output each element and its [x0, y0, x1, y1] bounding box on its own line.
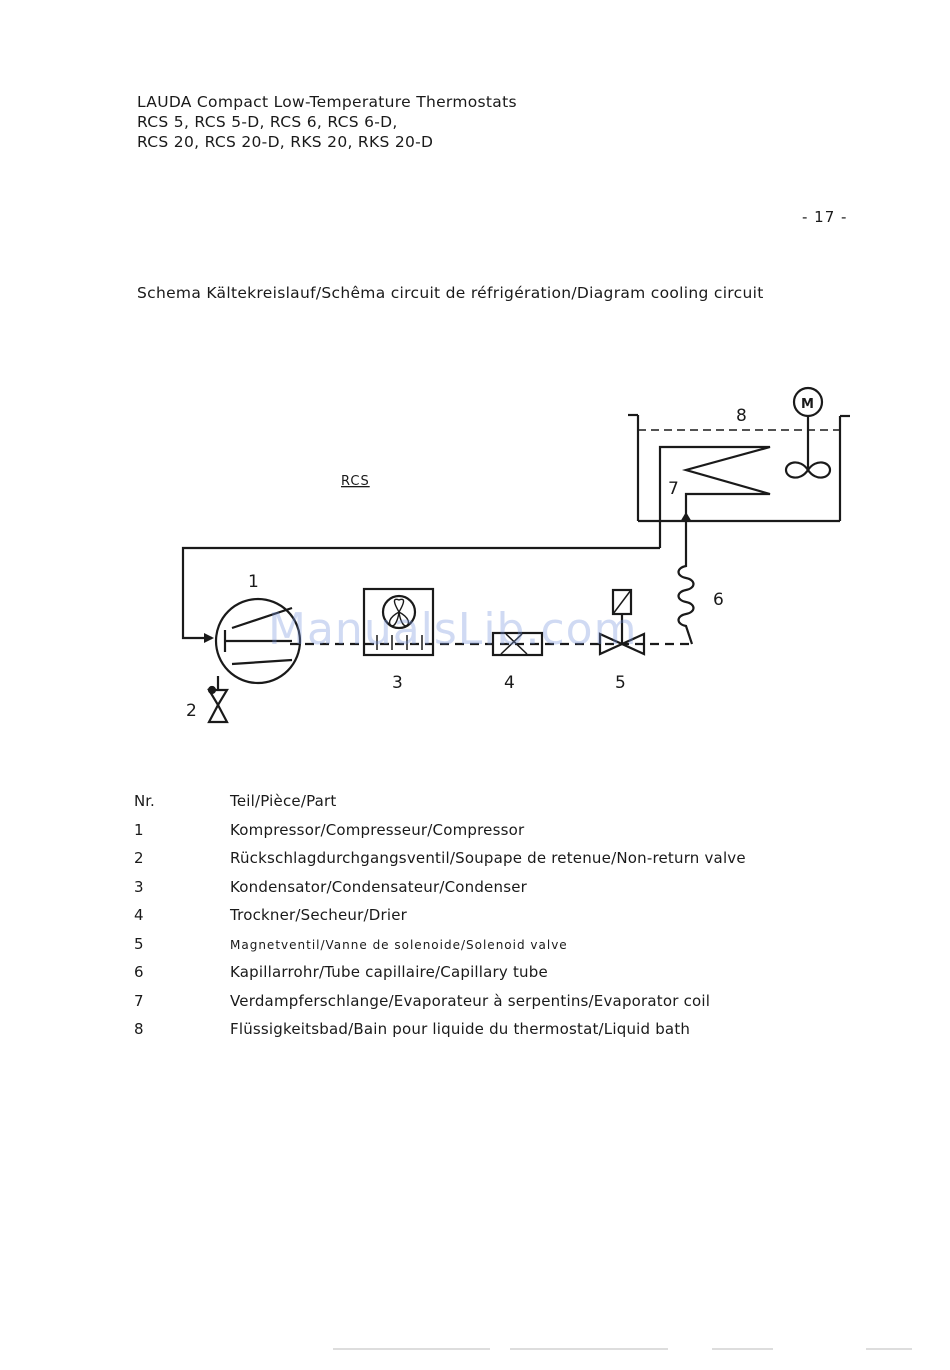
label-4: 4 — [504, 673, 515, 693]
header-nr: Nr. — [134, 792, 155, 810]
drier-symbol — [491, 631, 544, 657]
evaporator-coil — [658, 445, 771, 548]
solenoid-valve-symbol — [598, 588, 646, 656]
part-name: Trockner/Secheur/Drier — [230, 906, 408, 924]
motor-label: M — [801, 397, 814, 412]
capillary-tube — [677, 530, 695, 645]
diagram-title: Schema Kältekreislauf/Schêma circuit de … — [137, 284, 764, 302]
part-name: Flüssigkeitsbad/Bain pour liquide du the… — [230, 1020, 691, 1038]
suction-line — [181, 546, 660, 640]
part-number: 6 — [134, 963, 144, 981]
part-name: Kompressor/Compresseur/Compressor — [230, 820, 525, 839]
label-3: 3 — [392, 673, 403, 693]
label-8: 8 — [736, 406, 747, 426]
liquid-bath-tank — [628, 413, 850, 523]
part-name: Rückschlagdurchgangsventil/Soupape de re… — [230, 849, 746, 867]
non-return-valve-symbol — [207, 676, 229, 724]
part-number: 5 — [134, 934, 144, 953]
page-number: - 17 - — [802, 208, 848, 226]
part-number: 8 — [134, 1020, 144, 1038]
footer-scan-marks — [333, 1348, 912, 1350]
stirrer-propeller — [784, 461, 832, 479]
part-number: 4 — [134, 906, 144, 924]
part-number: 7 — [134, 991, 144, 1010]
part-name: Verdampferschlange/Evaporateur à serpent… — [230, 991, 711, 1010]
header-models-line-2: RCS 20, RCS 20-D, RKS 20, RKS 20-D — [137, 133, 434, 151]
part-name: Kapillarrohr/Tube capillaire/Capillary t… — [230, 963, 548, 981]
part-number: 3 — [134, 877, 144, 896]
part-name: Magnetventil/Vanne de solenoide/Solenoid… — [230, 937, 568, 952]
label-6: 6 — [713, 590, 724, 610]
header-part: Teil/Pièce/Part — [230, 792, 337, 810]
label-7: 7 — [668, 479, 679, 499]
flow-arrow-up — [680, 512, 692, 522]
header-models-line-1: RCS 5, RCS 5-D, RCS 6, RCS 6-D, — [137, 113, 398, 131]
label-5: 5 — [615, 673, 626, 693]
part-name: Kondensator/Condensateur/Condenser — [230, 877, 528, 896]
compressor-symbol — [214, 597, 302, 685]
document-header: LAUDA Compact Low-Temperature Thermostat… — [137, 92, 517, 152]
part-number: 2 — [134, 849, 144, 867]
header-title: LAUDA Compact Low-Temperature Thermostat… — [137, 93, 517, 111]
label-2: 2 — [186, 701, 197, 721]
part-number: 1 — [134, 820, 144, 839]
cooling-circuit-diagram: 1 2 3 4 5 6 7 8 M RCS — [181, 386, 850, 724]
model-label: RCS — [341, 474, 370, 489]
suction-arrow — [204, 633, 214, 643]
watermark: ManualsLib.com — [268, 604, 638, 655]
condenser-symbol — [362, 587, 435, 657]
label-1: 1 — [248, 572, 259, 592]
